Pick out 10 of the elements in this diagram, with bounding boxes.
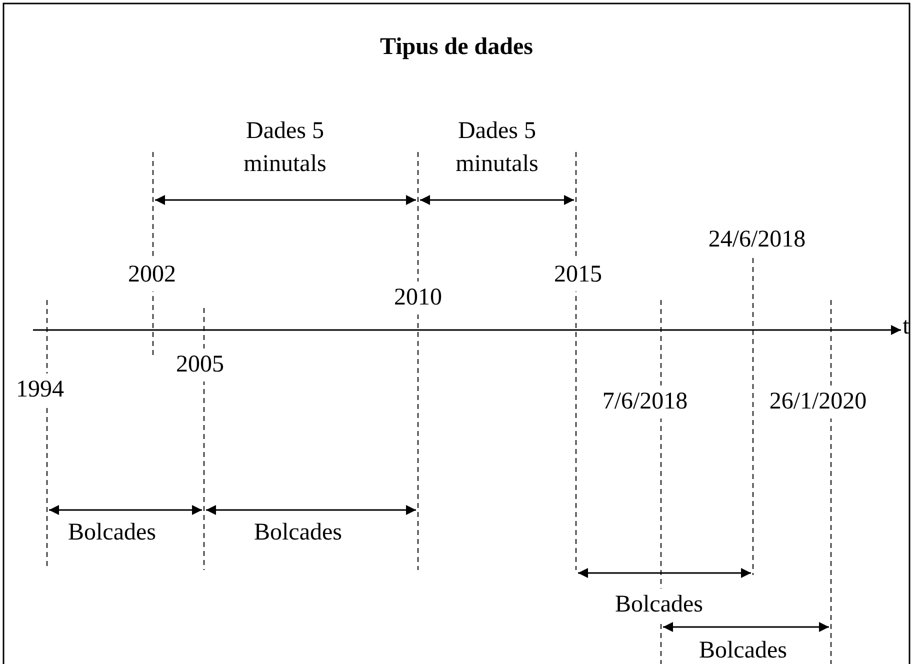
- period-label: Bolcades: [615, 588, 703, 622]
- axis-label: t: [902, 312, 910, 342]
- year-label: 2010: [394, 282, 442, 314]
- year-label: 2015: [554, 258, 602, 292]
- year-label: 2002: [128, 258, 176, 292]
- year-label: 2005: [176, 348, 224, 382]
- diagram-title: Tipus de dades: [379, 34, 534, 61]
- year-label: 1994: [16, 374, 64, 406]
- date-label: 26/1/2020: [769, 386, 867, 418]
- date-label: 7/6/2018: [602, 386, 688, 418]
